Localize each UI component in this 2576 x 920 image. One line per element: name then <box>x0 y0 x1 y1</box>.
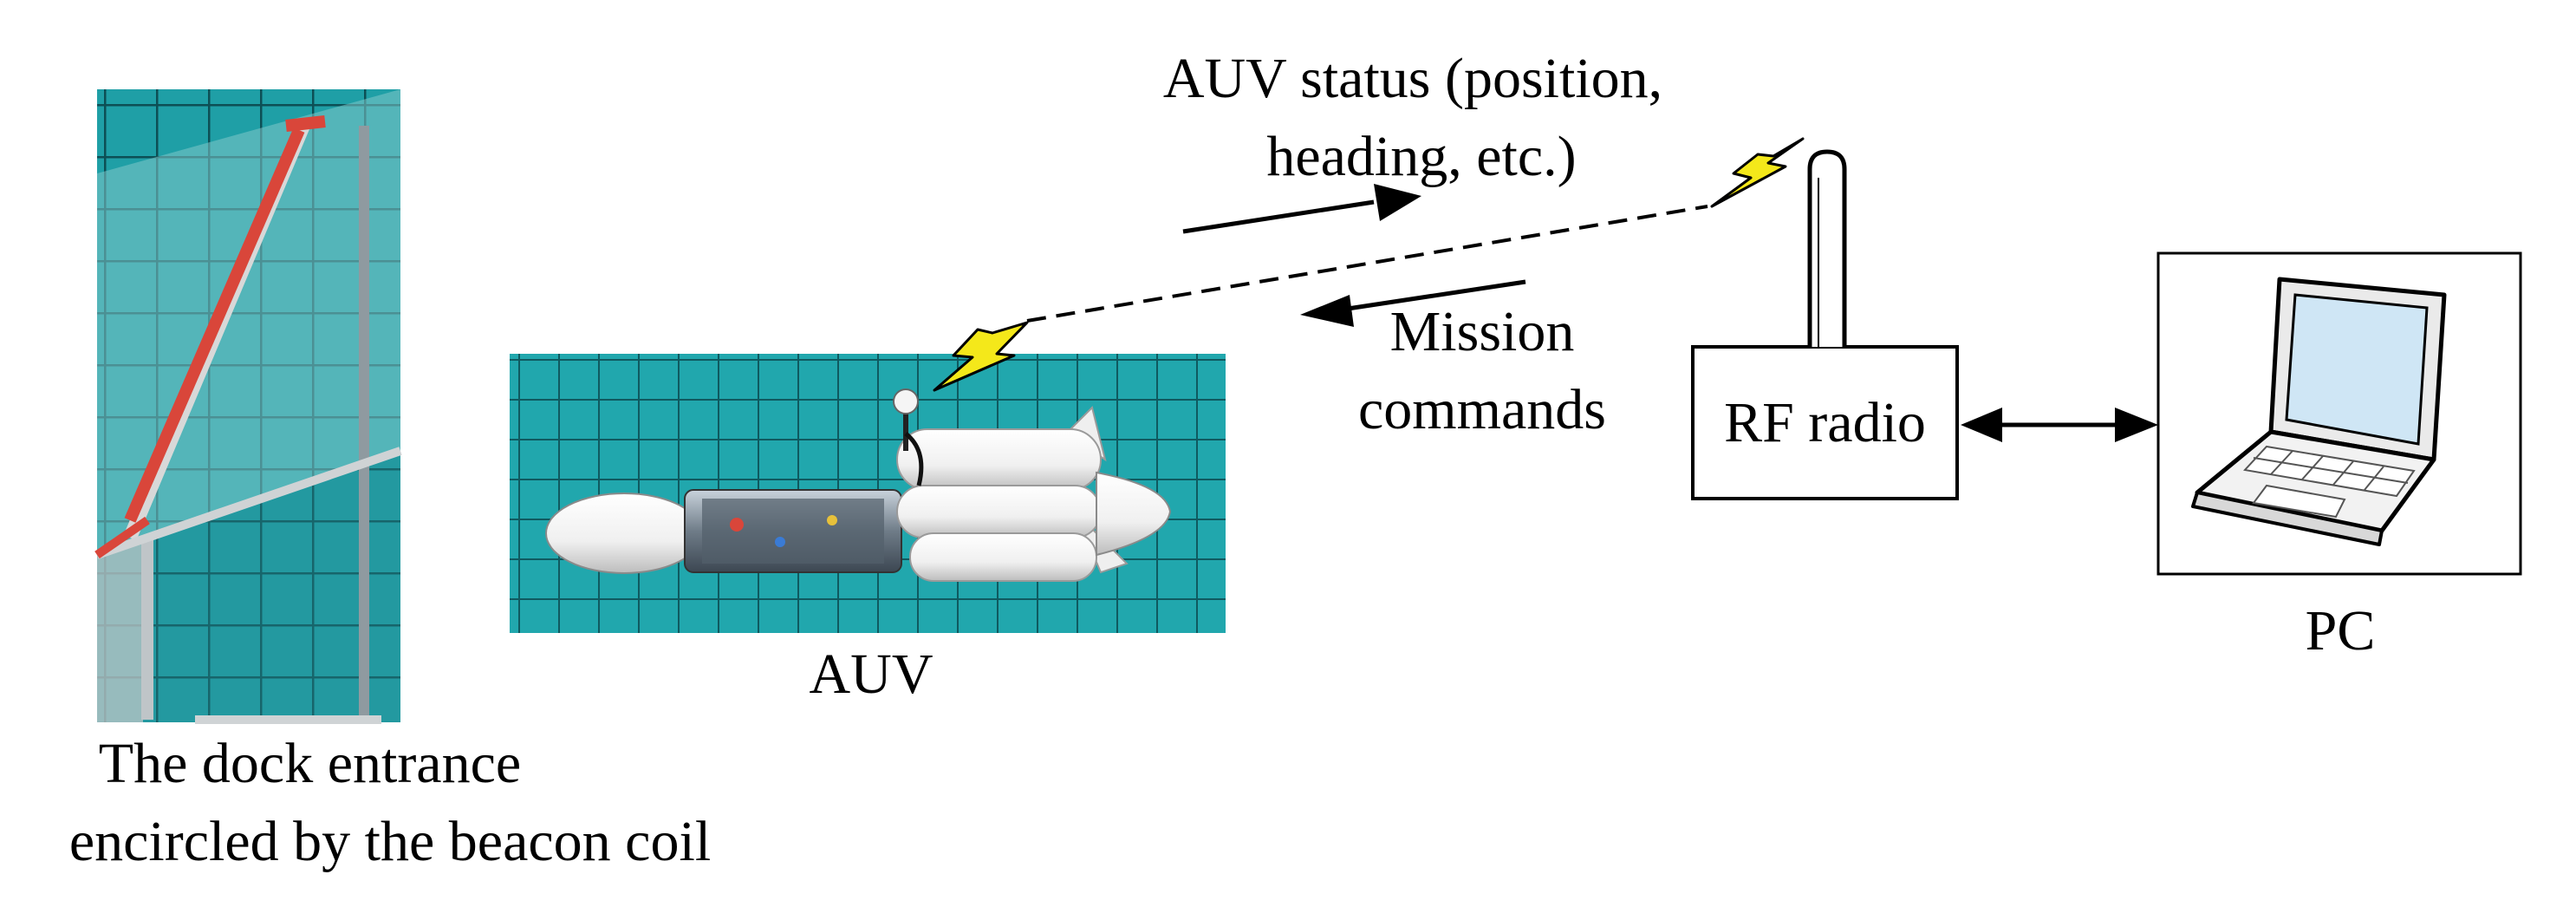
dock-caption-line-1: The dock entrance <box>98 732 522 795</box>
mission-label-line-1: Mission <box>1389 300 1575 363</box>
rf-radio-box <box>1691 149 1959 500</box>
pc-box <box>2156 251 2522 576</box>
pc-caption: PC <box>2305 599 2376 662</box>
mission-arrow <box>1347 279 1526 311</box>
radio-link-line <box>1026 205 1708 323</box>
rf-radio-label: RF radio <box>1724 391 1926 454</box>
auv-caption: AUV <box>809 643 933 706</box>
dock-photo <box>94 89 402 724</box>
lightning-icon <box>933 321 1029 392</box>
status-arrow <box>1182 199 1375 234</box>
auv-photo <box>510 354 1226 633</box>
bidirectional-arrow <box>1961 408 2158 442</box>
status-label-line-2: heading, etc.) <box>1266 125 1577 188</box>
dock-caption-line-2: encircled by the beacon coil <box>68 810 712 873</box>
status-label-line-1: AUV status (position, <box>1162 47 1663 110</box>
mission-label-line-2: commands <box>1358 378 1606 441</box>
laptop-icon <box>2191 277 2447 546</box>
lightning-icon <box>1710 137 1805 208</box>
